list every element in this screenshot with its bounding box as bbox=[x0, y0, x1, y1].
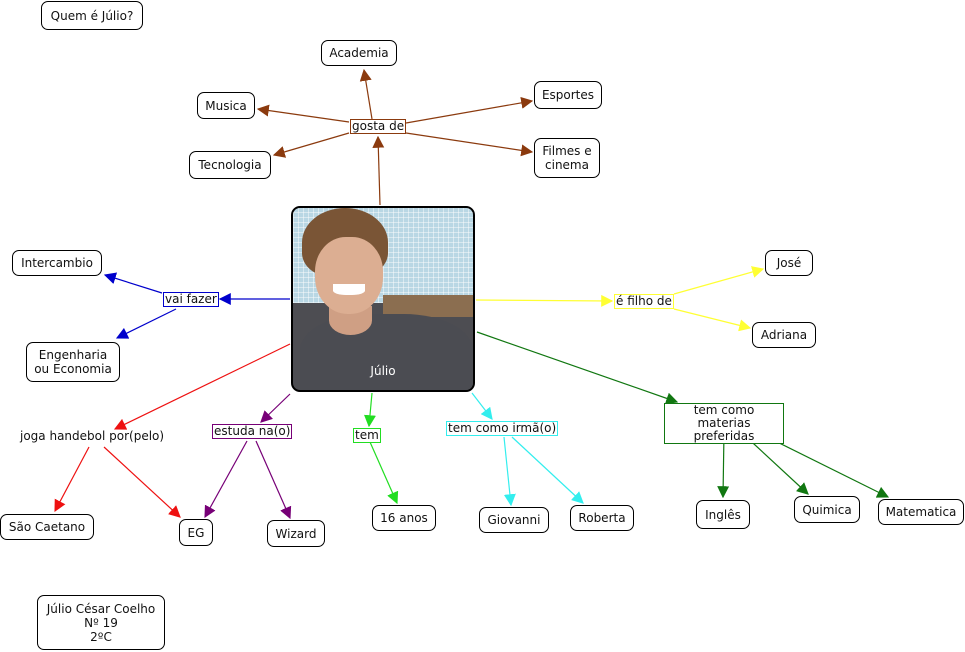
edge-tem-16-anos bbox=[369, 441, 399, 505]
concept-academia[interactable]: Academia bbox=[321, 40, 397, 66]
concept-intercambio[interactable]: Intercambio bbox=[12, 250, 102, 276]
edge-handebol-sao-caetano bbox=[54, 446, 90, 513]
edge-e-filho-de-adriana bbox=[673, 308, 752, 332]
author-concept[interactable]: Júlio César Coelho Nº 19 2ºC bbox=[37, 595, 165, 650]
edge-julio-joga-handebol bbox=[113, 343, 291, 430]
edge-estuda-wizard bbox=[255, 440, 292, 520]
edge-estuda-eg bbox=[204, 440, 248, 519]
edge-julio-gosta-de bbox=[372, 135, 385, 206]
title-concept[interactable]: Quem é Júlio? bbox=[41, 1, 143, 30]
concept-giovanni[interactable]: Giovanni bbox=[479, 507, 549, 533]
concept-eg[interactable]: EG bbox=[179, 519, 213, 546]
edge-julio-materias bbox=[476, 331, 679, 405]
photo-face bbox=[314, 237, 383, 314]
concept-esportes[interactable]: Esportes bbox=[534, 81, 602, 109]
concept-engenharia-economia[interactable]: Engenharia ou Economia bbox=[26, 342, 120, 382]
edge-e-filho-de-jose bbox=[673, 266, 765, 295]
edge-gosta-de-tecnologia bbox=[272, 132, 350, 158]
concept-musica[interactable]: Musica bbox=[197, 92, 255, 119]
edge-irma-giovanni bbox=[503, 436, 516, 507]
edge-gosta-de-esportes bbox=[405, 96, 534, 124]
center-label: Júlio bbox=[370, 364, 396, 378]
edge-julio-tem bbox=[364, 392, 376, 428]
link-tem-como-irma[interactable]: tem como irmã(o) bbox=[446, 421, 559, 436]
concept-ingles[interactable]: Inglês bbox=[696, 500, 750, 529]
concept-roberta[interactable]: Roberta bbox=[570, 505, 634, 531]
link-estuda-na[interactable]: estuda na(o) bbox=[212, 424, 293, 439]
link-e-filho-de[interactable]: é filho de bbox=[614, 294, 674, 309]
edge-gosta-de-musica bbox=[256, 104, 350, 123]
concept-16-anos[interactable]: 16 anos bbox=[372, 505, 436, 531]
concept-jose[interactable]: José bbox=[765, 250, 813, 276]
link-joga-handebol[interactable]: joga handebol por(pelo) bbox=[19, 429, 166, 443]
concept-matematica[interactable]: Matematica bbox=[878, 499, 964, 525]
photo-hoodie bbox=[300, 313, 473, 390]
edge-julio-estuda bbox=[260, 393, 291, 423]
concept-filmes-cinema[interactable]: Filmes e cinema bbox=[534, 138, 600, 178]
edge-vai-fazer-intercambio bbox=[103, 272, 163, 294]
link-gosta-de[interactable]: gosta de bbox=[350, 119, 407, 134]
edge-handebol-eg bbox=[103, 446, 181, 518]
link-vai-fazer[interactable]: vai fazer bbox=[163, 292, 219, 307]
photo-background-shelf bbox=[383, 295, 473, 318]
concept-tecnologia[interactable]: Tecnologia bbox=[189, 151, 271, 179]
concept-quimica[interactable]: Quimica bbox=[794, 496, 860, 523]
edge-julio-irma bbox=[471, 392, 493, 420]
edge-gosta-de-filmes bbox=[405, 132, 534, 157]
concept-sao-caetano[interactable]: São Caetano bbox=[0, 514, 94, 540]
concept-wizard[interactable]: Wizard bbox=[267, 520, 325, 547]
link-materias-preferidas[interactable]: tem como materias preferidas bbox=[664, 403, 784, 444]
edge-irma-roberta bbox=[511, 436, 584, 504]
julio-photo-concept[interactable]: Júlio bbox=[291, 206, 475, 392]
link-tem[interactable]: tem bbox=[353, 428, 381, 443]
edge-gosta-de-academia bbox=[359, 68, 373, 120]
concept-adriana[interactable]: Adriana bbox=[752, 322, 816, 348]
photo-smile bbox=[332, 284, 365, 296]
edge-julio-e-filho-de bbox=[475, 294, 614, 307]
edge-vai-fazer-engenharia bbox=[115, 308, 177, 339]
